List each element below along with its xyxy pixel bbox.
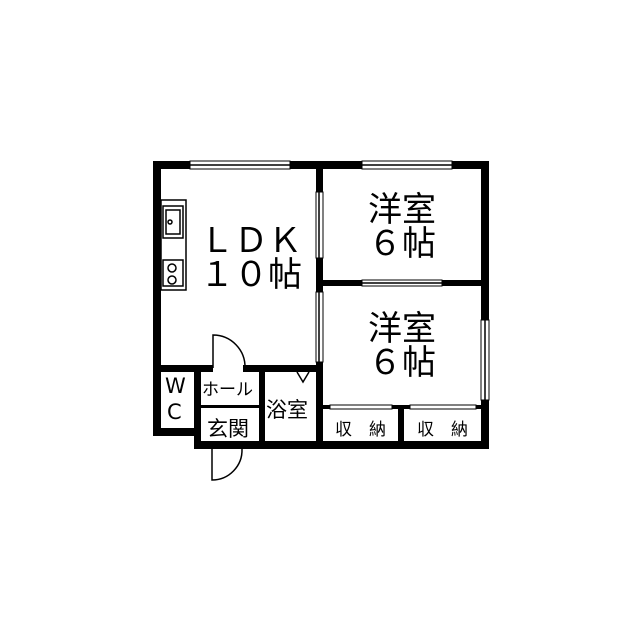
sliding-doors bbox=[315, 191, 477, 410]
storage-2-label: 収 納 bbox=[417, 420, 468, 440]
swing-doors bbox=[211, 334, 310, 481]
hall-label: ホール bbox=[202, 380, 253, 400]
western-room-1-name: 洋室 bbox=[368, 190, 436, 230]
sink-icon bbox=[162, 205, 184, 239]
bath-label: 浴室 bbox=[266, 398, 308, 422]
entrance-label: 玄関 bbox=[207, 417, 249, 441]
ldk-size: １０帖 bbox=[200, 255, 302, 295]
western-room-1-size: ６帖 bbox=[368, 224, 436, 264]
windows bbox=[189, 160, 490, 401]
wc-label-bottom: C bbox=[167, 400, 182, 424]
ldk-name: ＬＤＫ bbox=[200, 221, 302, 261]
kitchen bbox=[160, 199, 187, 291]
western-room-2-name: 洋室 bbox=[368, 309, 436, 349]
stove-icon bbox=[162, 259, 184, 287]
western-room-2-size: ６帖 bbox=[368, 343, 436, 383]
wc-label-top: W bbox=[165, 374, 186, 398]
storage-1-label: 収 納 bbox=[335, 420, 386, 440]
